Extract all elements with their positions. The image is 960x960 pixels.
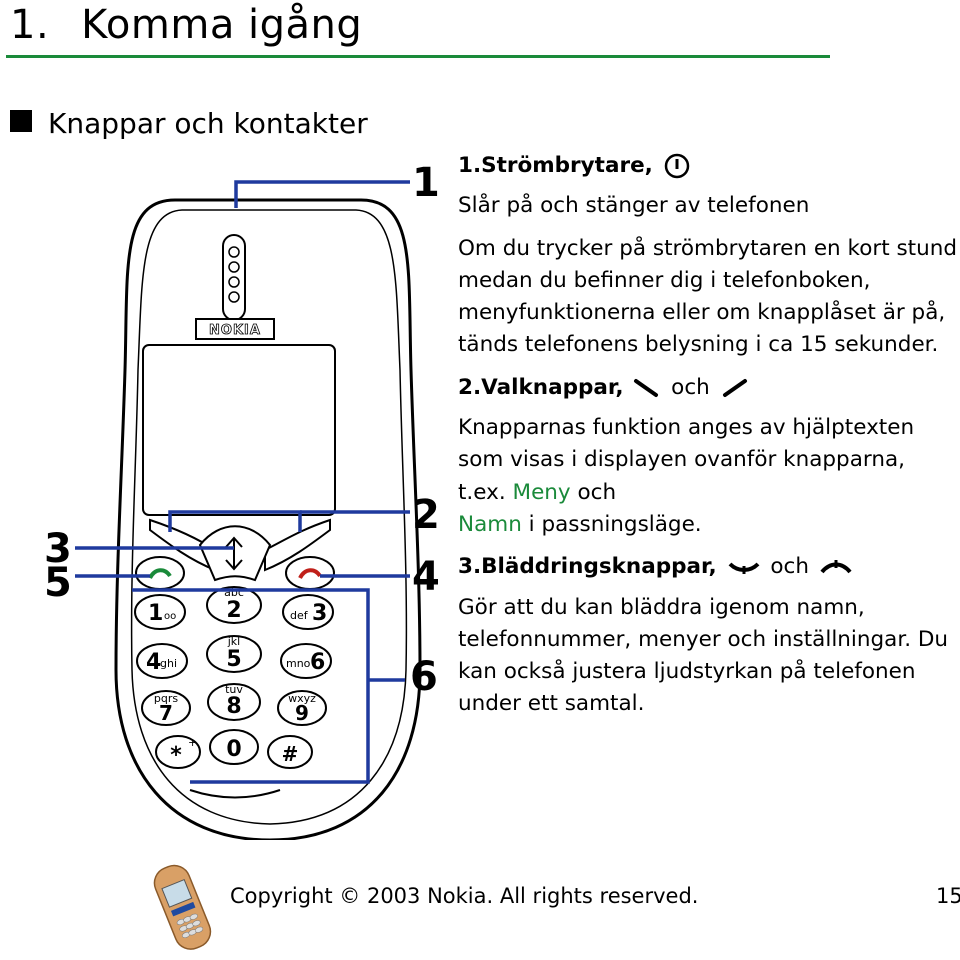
callout-3: 3 [44, 526, 72, 572]
key-6-digit: 6 [310, 650, 325, 675]
key-star-letters: + [188, 736, 197, 749]
right-select-key-icon [722, 378, 747, 397]
item-power-p1: Slår på och stänger av telefonen [458, 193, 810, 219]
callout-2: 2 [412, 492, 440, 538]
section-title-text: Knappar och kontakter [48, 107, 368, 140]
chapter-title-text: Komma igång [81, 2, 363, 48]
section-title: Knappar och kontakter [10, 107, 368, 140]
keypad: 1 oo abc 2 def 3 4 ghi jkl 5 mno 6 pqrs … [134, 586, 334, 769]
item-select-heading: 2.Valknappar, och [458, 372, 958, 404]
chapter-title: 1. Komma igång [10, 2, 362, 48]
key-star-digit: * [170, 743, 182, 768]
key-1-letters: oo [164, 611, 176, 622]
callout-5: 5 [44, 560, 72, 606]
key-1-digit: 1 [148, 601, 163, 626]
item-power-p2: Om du trycker på strömbrytaren en kort s… [458, 235, 957, 358]
key-5-digit: 5 [226, 647, 241, 672]
callout-numbers: 1 2 3 4 5 6 [44, 160, 440, 700]
key-9-letters: wxyz [288, 692, 316, 705]
section-bullet-icon [10, 110, 32, 132]
footer-phone-icon [153, 864, 212, 950]
meny-label: Meny [512, 479, 571, 505]
chapter-rule [6, 55, 830, 58]
key-9-digit: 9 [295, 701, 309, 725]
key-4-letters: ghi [160, 657, 177, 670]
scroll-down-key-icon [728, 562, 759, 575]
callout-lines [75, 180, 410, 784]
phone-illustration: NOKIA 1 oo abc 2 def 3 4 ghi jkl 5 mno 6… [44, 160, 440, 840]
page-number: 15 [936, 884, 960, 908]
key-8-digit: 8 [226, 694, 241, 719]
callout-4: 4 [412, 554, 440, 600]
copyright-text: Copyright © 2003 Nokia. All rights reser… [230, 884, 699, 908]
description-text: 1.Strömbrytare, Slår på och stänger av t… [458, 150, 958, 731]
item-select-and: och [671, 374, 710, 400]
namn-label: Namn [458, 511, 522, 537]
left-select-key-icon [634, 378, 659, 397]
callout-6: 6 [410, 654, 438, 700]
item-scroll-heading: 3.Bläddringsknappar, och [458, 551, 958, 583]
power-icon [664, 153, 689, 179]
key-5-letters: jkl [227, 635, 240, 648]
item-scroll-p1: Gör att du kan bläddra igenom namn, tele… [458, 594, 949, 717]
item-power-heading: 1.Strömbrytare, [458, 150, 958, 182]
key-8-letters: tuv [225, 683, 243, 696]
key-0-digit: 0 [226, 737, 241, 762]
item-scroll-and: och [770, 554, 809, 580]
item-select-p1: Knapparnas funktion anges av hjälptexten… [458, 415, 915, 537]
key-6-letters: mno [286, 657, 311, 670]
key-7-digit: 7 [159, 701, 173, 725]
key-7-letters: pqrs [154, 692, 178, 705]
phone-brand-logo: NOKIA [209, 323, 261, 338]
key-4-digit: 4 [146, 650, 161, 675]
key-2-digit: 2 [226, 598, 241, 623]
key-3-digit: 3 [312, 601, 327, 626]
key-hash-digit: # [282, 742, 299, 766]
callout-1: 1 [412, 160, 440, 206]
key-3-letters: def [290, 609, 309, 622]
scroll-up-key-icon [820, 560, 852, 574]
chapter-number: 1. [10, 2, 50, 48]
